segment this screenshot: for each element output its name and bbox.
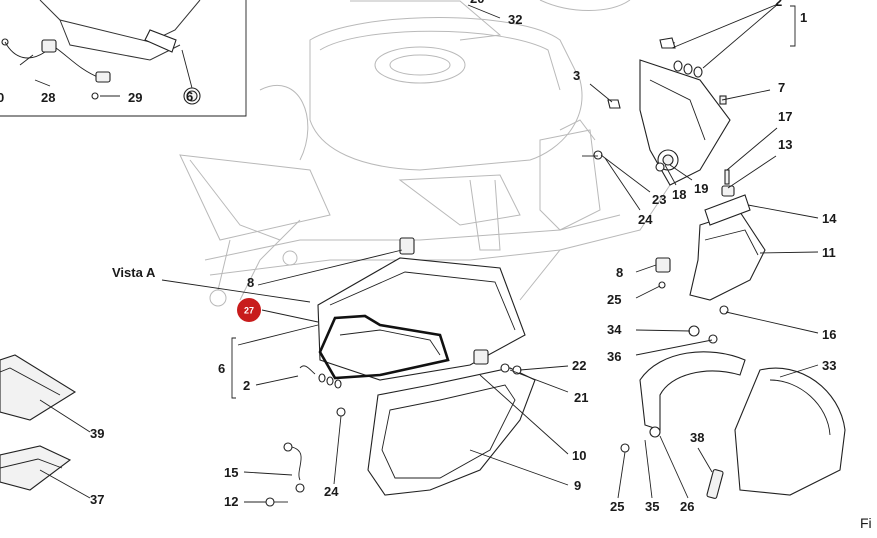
callout-18[interactable]: 18 [672,187,686,202]
callout-11[interactable]: 11 [822,245,836,260]
callout-6-inset[interactable]: 6 [186,89,193,104]
callout-38[interactable]: 38 [690,430,704,445]
callout-33[interactable]: 33 [822,358,836,373]
corner-mark: Fi [860,515,872,531]
callout-7[interactable]: 7 [778,80,785,95]
badge-number: 27 [244,306,254,316]
highlight-badge-27[interactable]: 27 [237,298,261,322]
callout-25-bottom[interactable]: 25 [610,499,624,514]
callout-3[interactable]: 3 [573,68,580,83]
callout-25-right[interactable]: 25 [607,292,621,307]
callout-12[interactable]: 12 [224,494,238,509]
callout-22[interactable]: 22 [572,358,586,373]
callout-2-top[interactable]: 2 [775,0,782,9]
view-label: Vista A [112,265,156,280]
callout-32[interactable]: 32 [508,12,522,27]
callout-26[interactable]: 26 [680,499,694,514]
front-mudguard [620,325,846,499]
callout-0-cut[interactable]: 0 [0,90,4,105]
callout-17[interactable]: 17 [778,109,792,124]
leader-lines [39,3,819,503]
mirror-bracket-assembly [582,37,731,186]
callout-15[interactable]: 15 [224,465,238,480]
side-fairing-lower [367,349,536,496]
callout-28[interactable]: 28 [41,90,55,105]
callout-8-right[interactable]: 8 [616,265,623,280]
callout-37[interactable]: 37 [90,492,104,507]
badge-circle [237,298,261,322]
callout-29[interactable]: 29 [128,90,142,105]
callout-20-cut[interactable]: 20 [470,0,484,6]
callout-39[interactable]: 39 [90,426,104,441]
headlight-bracket [655,185,766,315]
callout-36[interactable]: 36 [607,349,621,364]
callout-19[interactable]: 19 [694,181,708,196]
callout-8-upper[interactable]: 8 [247,275,254,290]
callout-16[interactable]: 16 [822,327,836,342]
callout-24-lower[interactable]: 24 [324,484,339,499]
callout-10[interactable]: 10 [572,448,586,463]
callout-35[interactable]: 35 [645,499,659,514]
frame-ghost-outline [179,0,681,307]
side-fairing-upper [317,237,526,381]
callout-21[interactable]: 21 [574,390,588,405]
callout-6-left[interactable]: 6 [218,361,225,376]
manual-booklets [0,354,77,491]
callout-14[interactable]: 14 [822,211,837,226]
callout-13[interactable]: 13 [778,137,792,152]
callout-34[interactable]: 34 [607,322,622,337]
callout-9[interactable]: 9 [574,478,581,493]
callout-23[interactable]: 23 [652,192,666,207]
callout-2-left[interactable]: 2 [243,378,250,393]
callout-1[interactable]: 1 [800,10,807,25]
inset-detail-box [0,0,247,117]
callout-24-upper[interactable]: 24 [638,212,653,227]
